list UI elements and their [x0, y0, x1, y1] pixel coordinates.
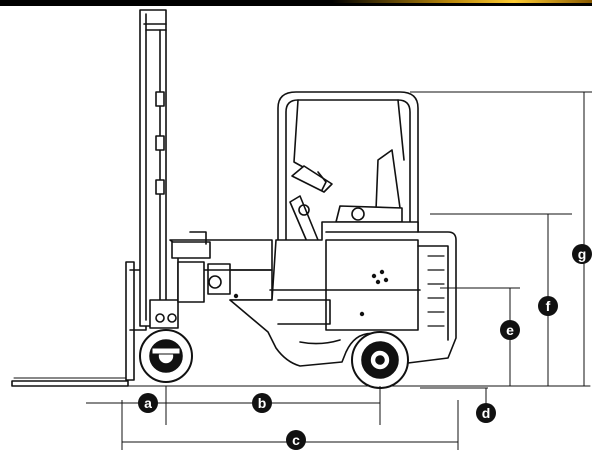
badge-f: f [538, 296, 558, 316]
seat [335, 149, 403, 223]
gold-stripe [332, 0, 592, 3]
boom-arm [169, 231, 273, 303]
roll-cage [277, 91, 419, 311]
badge-e: e [500, 320, 520, 340]
badge-d: d [476, 403, 496, 423]
label-a: a [144, 395, 152, 411]
label-c: c [292, 432, 300, 448]
label-d: d [482, 405, 491, 421]
label-e: e [506, 322, 514, 338]
dimension-badges: a b c d e f g [138, 244, 592, 450]
label-g: g [578, 246, 587, 262]
label-b: b [258, 395, 267, 411]
header-bar [0, 0, 592, 6]
label-f: f [546, 298, 551, 314]
forks [11, 261, 147, 387]
badge-g: g [572, 244, 592, 264]
steering-column [289, 165, 333, 245]
badge-a: a [138, 393, 158, 413]
chassis [229, 221, 457, 367]
forklift-drawing [11, 9, 591, 389]
rear-wheel [351, 331, 409, 389]
mast [139, 9, 179, 329]
badge-c: c [286, 430, 306, 450]
front-wheel [139, 329, 193, 383]
badge-b: b [252, 393, 272, 413]
